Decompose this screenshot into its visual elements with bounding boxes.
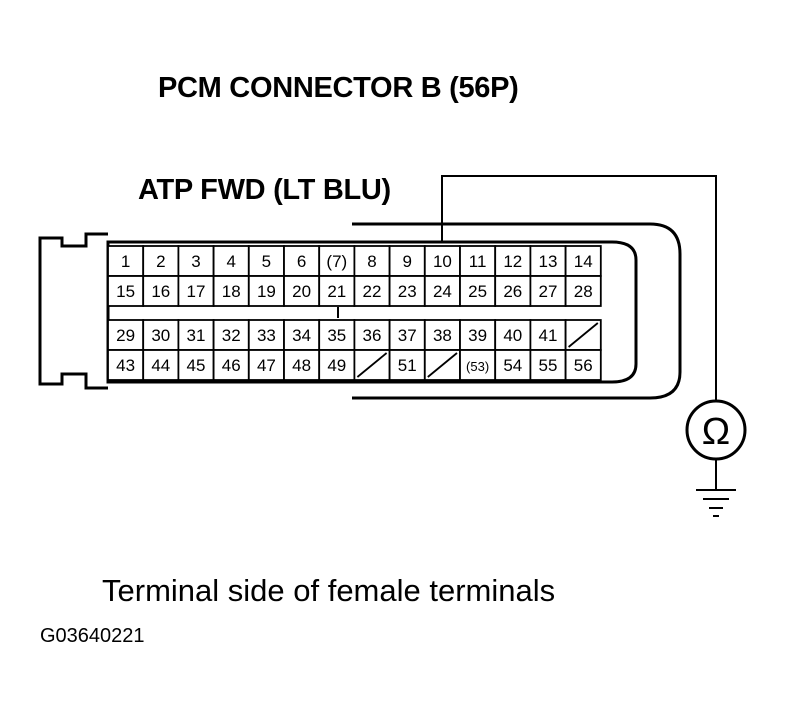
terminal-label: 26 xyxy=(503,282,522,301)
terminal-cell xyxy=(212,275,250,307)
terminal-label: 11 xyxy=(469,252,487,271)
terminal-label: 43 xyxy=(116,356,135,375)
terminal-label: 8 xyxy=(367,252,376,271)
terminal-cell xyxy=(177,349,215,381)
terminal-label: 33 xyxy=(257,326,276,345)
terminal-label: 37 xyxy=(398,326,417,345)
connector-latch xyxy=(38,232,108,390)
terminal-cell xyxy=(283,245,321,277)
terminal-label: 55 xyxy=(539,356,558,375)
terminal-label: 47 xyxy=(257,356,276,375)
terminal-cell xyxy=(177,275,215,307)
terminal-label: 23 xyxy=(398,282,417,301)
terminal-label: 29 xyxy=(116,326,135,345)
terminal-label: 21 xyxy=(327,282,346,301)
terminal-label: 30 xyxy=(151,326,170,345)
terminal-label: 28 xyxy=(574,282,593,301)
terminal-label: 20 xyxy=(292,282,311,301)
terminal-cell xyxy=(107,319,145,351)
terminal-cell xyxy=(459,319,497,351)
terminal-label: 27 xyxy=(539,282,558,301)
unused-terminal-slash xyxy=(427,352,458,378)
terminal-cell xyxy=(388,275,426,307)
terminal-label: 56 xyxy=(574,356,593,375)
terminal-label: 12 xyxy=(503,252,522,271)
unused-terminal-slash xyxy=(568,322,599,348)
terminal-label: 22 xyxy=(363,282,382,301)
terminal-label: (53) xyxy=(466,359,489,374)
terminal-cell xyxy=(423,275,461,307)
ohmmeter-icon: Ω xyxy=(685,399,747,461)
terminal-cell xyxy=(107,349,145,381)
caption: Terminal side of female terminals xyxy=(102,573,556,608)
terminal-cell xyxy=(529,275,567,307)
terminal-label: 31 xyxy=(187,326,206,345)
ohm-symbol: Ω xyxy=(702,411,730,453)
terminal-label: 41 xyxy=(539,326,558,345)
terminal-cell xyxy=(318,349,356,381)
terminal-label: 14 xyxy=(574,252,593,271)
terminal-label: 10 xyxy=(433,252,452,271)
diagram-title: PCM CONNECTOR B (56P) xyxy=(158,72,519,104)
terminal-cell xyxy=(459,275,497,307)
terminal-label: 38 xyxy=(433,326,452,345)
terminal-cell xyxy=(388,349,426,381)
ground-icon xyxy=(696,489,736,517)
terminal-label: 6 xyxy=(297,252,306,271)
terminal-cell xyxy=(564,245,602,277)
terminal-cell xyxy=(494,319,532,351)
terminal-label: (7) xyxy=(326,252,347,271)
terminal-label: 2 xyxy=(156,252,165,271)
terminal-cell xyxy=(283,275,321,307)
terminal-label: 51 xyxy=(398,356,417,375)
terminal-label: 49 xyxy=(327,356,346,375)
terminal-cell xyxy=(353,245,391,277)
terminal-cell xyxy=(283,349,321,381)
terminal-label: 35 xyxy=(327,326,346,345)
terminal-cell xyxy=(247,275,285,307)
terminal-label: 5 xyxy=(262,252,271,271)
terminal-label: 16 xyxy=(151,282,170,301)
terminal-label: 44 xyxy=(151,356,170,375)
terminal-label: 15 xyxy=(116,282,135,301)
terminal-label: 36 xyxy=(363,326,382,345)
terminal-label: 32 xyxy=(222,326,241,345)
connector-shell xyxy=(352,222,682,400)
terminal-cell xyxy=(529,245,567,277)
terminal-cell xyxy=(247,349,285,381)
terminal-label: 48 xyxy=(292,356,311,375)
terminal-label: 19 xyxy=(257,282,276,301)
terminal-label: 34 xyxy=(292,326,311,345)
terminal-cell xyxy=(388,319,426,351)
figure-id: G03640221 xyxy=(40,625,145,647)
probe-wire xyxy=(441,175,717,408)
terminal-label: 1 xyxy=(121,252,130,271)
terminal-cell xyxy=(107,245,145,277)
terminal-label: 40 xyxy=(503,326,522,345)
unused-terminal-slash xyxy=(356,352,388,378)
terminal-label: 17 xyxy=(187,282,206,301)
terminal-label: 13 xyxy=(539,252,558,271)
terminal-cell xyxy=(564,275,602,307)
terminal-label: 4 xyxy=(226,252,235,271)
terminal-label: 3 xyxy=(191,252,200,271)
terminal-label: 54 xyxy=(503,356,522,375)
terminal-cell xyxy=(423,319,461,351)
terminal-label: 45 xyxy=(187,356,206,375)
terminal-cell xyxy=(318,319,356,351)
terminal-label: 18 xyxy=(222,282,241,301)
terminal-label: 39 xyxy=(468,326,487,345)
terminal-label: 24 xyxy=(433,282,452,301)
terminal-cell xyxy=(564,349,602,381)
terminal-label: 9 xyxy=(402,252,411,271)
terminal-label: 46 xyxy=(222,356,241,375)
terminal-label: 25 xyxy=(468,282,487,301)
wire-label: ATP FWD (LT BLU) xyxy=(138,174,391,206)
terminal-cell xyxy=(494,275,532,307)
